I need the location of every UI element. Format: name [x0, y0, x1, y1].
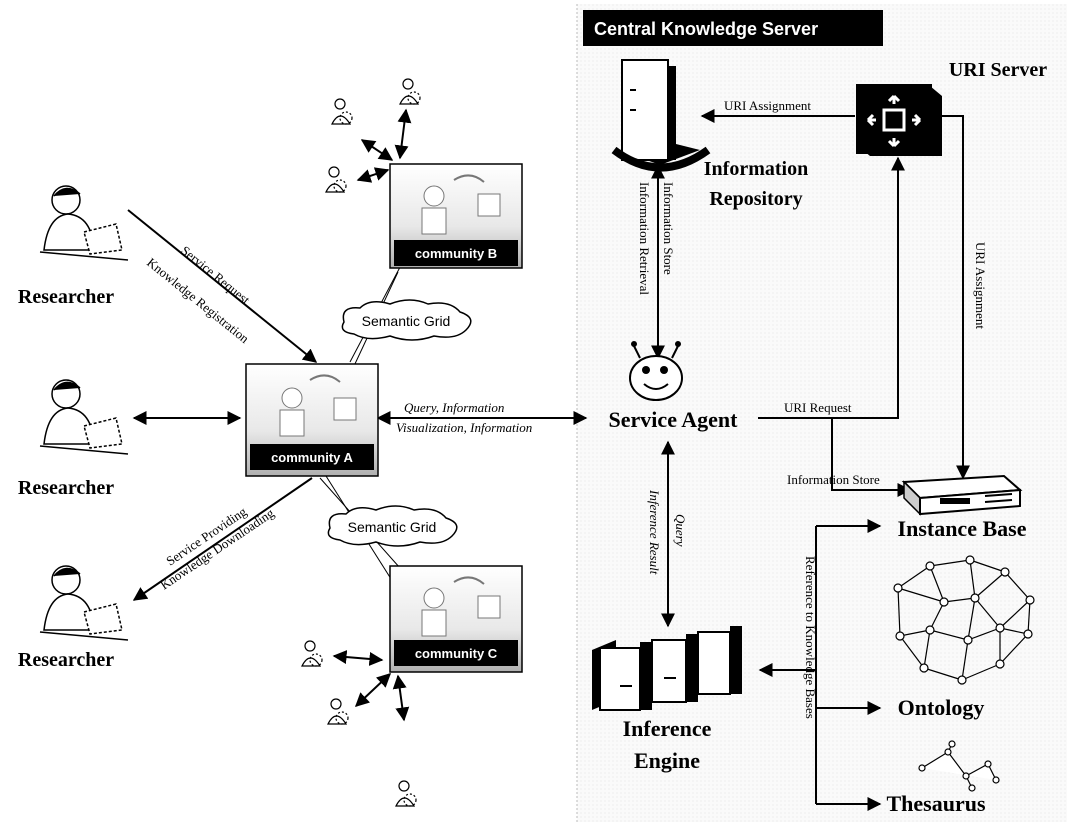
edge-label-uri-assignment-2: URI Assignment — [973, 242, 988, 329]
thesaurus-label: Thesaurus — [886, 791, 985, 816]
edge-label-reference-kb: Reference to Knowledge Bases — [803, 556, 818, 719]
inference-engine-label-1: Inference — [623, 716, 712, 741]
researcher-1-label: Researcher — [18, 286, 114, 308]
edge-member-c-3 — [398, 676, 404, 720]
edge-member-b-1 — [362, 140, 392, 160]
server-title: Central Knowledge Server — [594, 19, 818, 39]
researcher-2-label: Researcher — [18, 477, 114, 499]
edge-member-c-2 — [356, 674, 390, 706]
edge-member-c-1 — [334, 656, 382, 660]
semantic-grid-label-1: Semantic Grid — [362, 313, 451, 329]
edge-label-information-store-2: Information Store — [787, 472, 880, 487]
uri-server-icon — [856, 84, 942, 156]
edge-label-visualization-information: Visualization, Information — [396, 420, 532, 435]
researcher-3-icon — [40, 566, 128, 640]
ontology-label: Ontology — [898, 695, 985, 720]
instance-base-icon — [904, 476, 1020, 514]
edge-label-query-information: Query, Information — [404, 400, 504, 415]
researcher-3-label: Researcher — [18, 649, 114, 671]
community-b-label: community B — [415, 246, 497, 261]
edge-label-inference-result: Inference Result — [647, 489, 662, 575]
edge-label-information-retrieval: Information Retrieval — [637, 182, 652, 295]
edge-member-b-2 — [400, 110, 406, 158]
semantic-grid-label-2: Semantic Grid — [348, 519, 437, 535]
researcher-1-icon — [40, 186, 128, 260]
instance-base-label: Instance Base — [898, 516, 1027, 541]
edge-label-uri-request: URI Request — [784, 400, 852, 415]
inference-engine-label-2: Engine — [634, 748, 700, 773]
edge-member-b-3 — [358, 170, 388, 180]
edge-label-uri-assignment-1: URI Assignment — [724, 98, 811, 113]
service-agent-label: Service Agent — [609, 407, 739, 432]
information-repository-label-1: Information — [704, 158, 808, 180]
uri-server-label: URI Server — [949, 59, 1047, 81]
researcher-2-icon — [40, 380, 128, 454]
community-c-label: community C — [415, 646, 498, 661]
edge-label-information-store-1: Information Store — [661, 182, 676, 275]
community-a-label: community A — [271, 450, 353, 465]
edge-label-query: Query — [673, 514, 688, 547]
information-repository-label-2: Repository — [709, 188, 802, 210]
